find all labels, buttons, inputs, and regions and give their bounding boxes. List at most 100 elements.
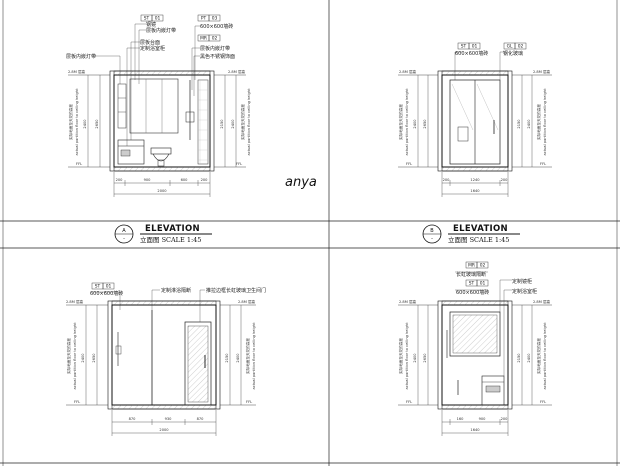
caption-a: A - ELEVATION 立面图 SCALE 1:45 (114, 224, 212, 244)
marker-sheet-a: - (123, 236, 125, 242)
label-c-2: 定制淋浴隔断 (161, 287, 191, 294)
label-b-2: 钢化玻璃 (503, 50, 523, 57)
height-dim-d-1: 2400 (413, 353, 417, 363)
label-c-3: 推拉边框长虹玻璃卫生间门 (206, 287, 266, 294)
elevation-panel-d: MR 02 ST 01 长虹玻璃隔断 定制镜柜 600×600墙砖 定制浴室柜 … (398, 261, 552, 436)
tag-num: 01 (155, 16, 161, 22)
vertical-note-b-2: actual partition floor to ceiling height (405, 88, 409, 156)
height-dim-b-3: 2150 (517, 119, 521, 129)
material-tag-a-1: ST 01 (140, 14, 164, 22)
label-a-3: 层板台面 (140, 39, 160, 46)
vertical-note-c-2: actual partition floor to ceiling height (73, 322, 77, 390)
material-tag-b-2: GL 02 (503, 42, 527, 50)
vertical-note-d-4: actual partition floor to ceiling height (543, 322, 547, 390)
width-dim-a-4: 200 (201, 178, 209, 182)
tag-code: PT (201, 16, 207, 22)
material-tag-b-1: ST 01 (457, 42, 481, 50)
marker-letter-b: B (430, 228, 434, 234)
height-dim-c-3: 2150 (225, 353, 229, 363)
material-tag-a-2: PT 03 (197, 14, 221, 22)
label-b-1: 600×600墙砖 (455, 50, 488, 57)
level-top-a: 2.8M 层高 (68, 69, 86, 74)
caption-b: B - ELEVATION 立面图 SCALE 1:45 (422, 224, 520, 244)
elevation-panel-c: ST 01 600×600墙砖 定制淋浴隔断 推拉边框长虹玻璃卫生间门 2.8M… (66, 282, 266, 436)
level-bottom-c: FFL (74, 400, 80, 404)
height-dim-b-1: 2400 (413, 119, 417, 129)
height-dim-c-4: 2400 (236, 353, 240, 363)
vertical-note-b-4: actual partition floor to ceiling height (543, 88, 547, 156)
level-bottom-a: FFL (76, 162, 82, 166)
caption-title-a: ELEVATION (145, 224, 200, 234)
level-top-b: 2.8M 层高 (399, 69, 417, 74)
height-dim-a-2: 2650 (95, 119, 99, 129)
tag-code: MR (200, 36, 207, 42)
height-dim-a-3: 2150 (220, 119, 224, 129)
level-top-b-right: 2.8M 层高 (533, 69, 551, 74)
vertical-note-d-3: 实际地面至天花的高度 (536, 338, 541, 374)
tag-num: 01 (106, 284, 112, 290)
vertical-note-d-2: actual partition floor to ceiling height (405, 322, 409, 390)
height-dim-a-4: 2400 (231, 119, 235, 129)
label-d-4: 定制浴室柜 (512, 288, 537, 295)
mirror-cabinet-d (449, 311, 501, 357)
sliding-door-c (184, 321, 212, 406)
level-bottom-a-right: FFL (236, 162, 242, 166)
vertical-note-d-1: 实际地面至天花的高度 (398, 338, 403, 374)
tag-code: MR (468, 263, 475, 269)
level-bottom-b-right: FFL (540, 162, 546, 166)
total-width-c: 2000 (159, 428, 169, 432)
tag-code: ST (95, 284, 101, 290)
caption-title-b: ELEVATION (453, 224, 508, 234)
tag-code: ST (144, 16, 150, 22)
material-tag-c-1: ST 01 (91, 282, 115, 290)
vertical-note-b-3: 实际地面至天花的高度 (536, 104, 541, 140)
material-tag-d-1: MR 02 (465, 261, 489, 269)
label-c-1: 600×600墙砖 (90, 290, 123, 297)
tag-code: ST (469, 281, 475, 287)
level-top-c-right: 2.8M 层高 (238, 299, 256, 304)
caption-subtitle-a: 立面图 SCALE 1:45 (140, 235, 201, 244)
vanity-cabinet-d (481, 375, 505, 406)
toilet-a (150, 147, 172, 167)
height-dim-d-2: 2650 (423, 353, 427, 363)
vertical-note-a-3: 实际地面至天花的高度 (240, 104, 245, 140)
label-d-2: 定制镜柜 (512, 278, 532, 285)
width-dim-d-1: 160 (457, 417, 465, 421)
mirror-a (129, 78, 179, 134)
tag-num: 02 (480, 263, 486, 269)
width-dim-b-1: 200 (443, 178, 451, 182)
label-a-1: 钢镜 (146, 21, 156, 28)
label-d-3: 600×600墙砖 (456, 289, 489, 296)
vertical-note-a-2: actual partition floor to ceiling height (75, 88, 79, 156)
tag-code: ST (461, 44, 467, 50)
label-a-5: 层板内嵌灯带 (66, 53, 96, 60)
width-dim-a-3: 600 (181, 178, 189, 182)
level-bottom-b: FFL (406, 162, 412, 166)
level-top-d: 2.8M 层高 (399, 299, 417, 304)
total-width-a: 2000 (157, 189, 167, 193)
height-dim-c-2: 2650 (92, 353, 96, 363)
vertical-note-a-4: actual partition floor to ceiling height (247, 88, 251, 156)
level-top-d-right: 2.8M 层高 (533, 299, 551, 304)
height-dim-d-4: 2400 (527, 353, 531, 363)
elevation-panel-b: ST 01 GL 02 600×600墙砖 钢化玻璃 2.8M 层高 FFL 2… (398, 42, 552, 197)
level-bottom-d-right: FFL (540, 400, 546, 404)
marker-letter-a: A (122, 228, 126, 234)
width-dim-a-1: 200 (116, 178, 124, 182)
caption-subtitle-b: 立面图 SCALE 1:45 (448, 235, 509, 244)
elevation-panel-a: ST 01 PT 03 MR 02 钢镜 层板内嵌灯带 层板台面 (66, 14, 251, 197)
height-dim-b-2: 2650 (423, 119, 427, 129)
label-a-6: 600×600墙砖 (200, 23, 233, 30)
level-bottom-c-right: FFL (246, 400, 252, 404)
label-a-4: 定制浴室柜 (140, 45, 165, 52)
tag-num: 02 (212, 36, 218, 42)
width-dim-d-3: 200 (501, 417, 509, 421)
label-a-2: 层板内嵌灯带 (146, 27, 176, 34)
width-dim-c-1: 870 (129, 417, 137, 421)
material-tag-d-2: ST 01 (465, 279, 489, 287)
height-dim-a-1: 2400 (83, 119, 87, 129)
tag-num: 03 (212, 16, 218, 22)
total-width-d: 1640 (470, 428, 480, 432)
tag-code: GL (507, 44, 513, 50)
